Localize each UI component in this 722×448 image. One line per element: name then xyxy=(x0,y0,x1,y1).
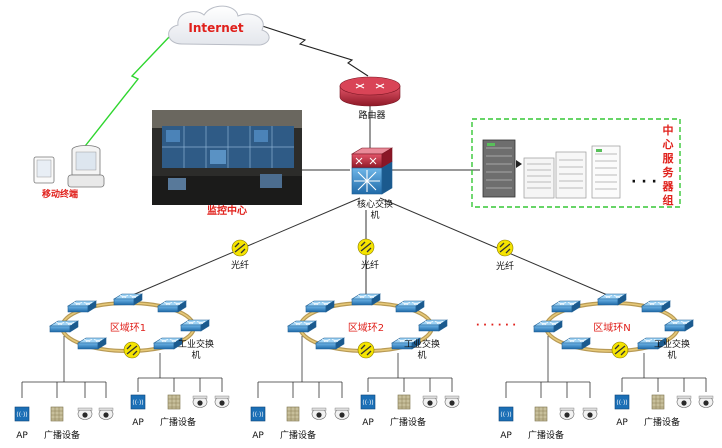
fiber-icon-2 xyxy=(357,238,375,256)
core-switch-label-line1: 核心交换 xyxy=(357,198,393,210)
core-ringn-link xyxy=(379,197,613,298)
ring-1-label: 区域环1 xyxy=(110,321,146,334)
fiber-label-1: 光纤 xyxy=(231,259,249,271)
broadcast-label-1a: 广播设备 xyxy=(44,429,80,441)
ring-2-switch-label-1: 工业交换 xyxy=(404,338,440,350)
server-group-label: 中 心 服 务 器 组 xyxy=(662,123,675,207)
region-ring-1 xyxy=(49,293,210,359)
fiber-icon-1 xyxy=(231,239,249,257)
monitoring-center-label: 监控中心 xyxy=(207,204,247,217)
internet-cloud: Internet xyxy=(168,5,270,46)
broadcast-label-nb: 广播设备 xyxy=(644,416,680,428)
core-switch-label-line2: 机 xyxy=(370,209,379,221)
server-cabinet-icon xyxy=(523,145,621,199)
ring-n-switch-label-2: 机 xyxy=(667,349,676,361)
server-rack-icon xyxy=(482,139,516,198)
svg-text:组: 组 xyxy=(663,193,674,207)
ap-label-2b: AP xyxy=(362,418,374,428)
core-switch-icon xyxy=(350,147,394,195)
broadcast-label-2a: 广播设备 xyxy=(280,429,316,441)
ap-label-2a: AP xyxy=(252,431,264,441)
ring-1-switch-label-2: 机 xyxy=(191,349,200,361)
ap-label-na: AP xyxy=(500,431,512,441)
device-bus-lines xyxy=(21,336,707,398)
ring-ellipsis: · · · · · · xyxy=(476,320,516,331)
ring-2-label: 区域环2 xyxy=(348,321,384,334)
router-icon xyxy=(339,76,401,107)
internet-router-link xyxy=(249,21,369,77)
device-group-na xyxy=(498,406,598,422)
server-ellipsis: · · · xyxy=(631,174,657,190)
server-group-frame xyxy=(471,118,681,208)
region-ring-n xyxy=(533,293,694,359)
internet-label: Internet xyxy=(188,21,243,35)
broadcast-label-2b: 广播设备 xyxy=(390,416,426,428)
fiber-icon-3 xyxy=(496,239,514,257)
svg-text:器: 器 xyxy=(662,180,675,193)
broadcast-label-na: 广播设备 xyxy=(528,429,564,441)
ap-label-1b: AP xyxy=(132,418,144,428)
monitoring-center-photo xyxy=(152,110,302,205)
device-group-nb xyxy=(614,394,714,410)
svg-text:服: 服 xyxy=(663,152,675,165)
broadcast-label-1b: 广播设备 xyxy=(160,416,196,428)
ring-2-switch-label-2: 机 xyxy=(417,349,426,361)
region-ring-2 xyxy=(287,293,448,359)
fiber-label-3: 光纤 xyxy=(496,260,514,272)
device-group-1b xyxy=(130,394,230,410)
server-arrow-icon xyxy=(516,160,522,168)
internet-mobile-link xyxy=(81,35,171,151)
fiber-label-2: 光纤 xyxy=(361,259,379,271)
mobile-terminal-icon xyxy=(33,145,105,188)
device-group-2a xyxy=(250,406,350,422)
ap-label-nb: AP xyxy=(616,418,628,428)
svg-text:中: 中 xyxy=(663,123,674,137)
svg-text:心: 心 xyxy=(663,138,674,151)
ring-n-switch-label-1: 工业交换 xyxy=(654,338,690,350)
svg-text:务: 务 xyxy=(663,165,675,179)
device-group-1a xyxy=(14,406,114,422)
ring-1-switch-label-1: 工业交换 xyxy=(178,338,214,350)
ap-label-1a: AP xyxy=(16,431,28,441)
router-label: 路由器 xyxy=(358,109,385,121)
device-group-2b xyxy=(360,394,460,410)
ring-n-label: 区域环N xyxy=(593,321,630,334)
mobile-terminal-label: 移动终端 xyxy=(42,188,78,200)
